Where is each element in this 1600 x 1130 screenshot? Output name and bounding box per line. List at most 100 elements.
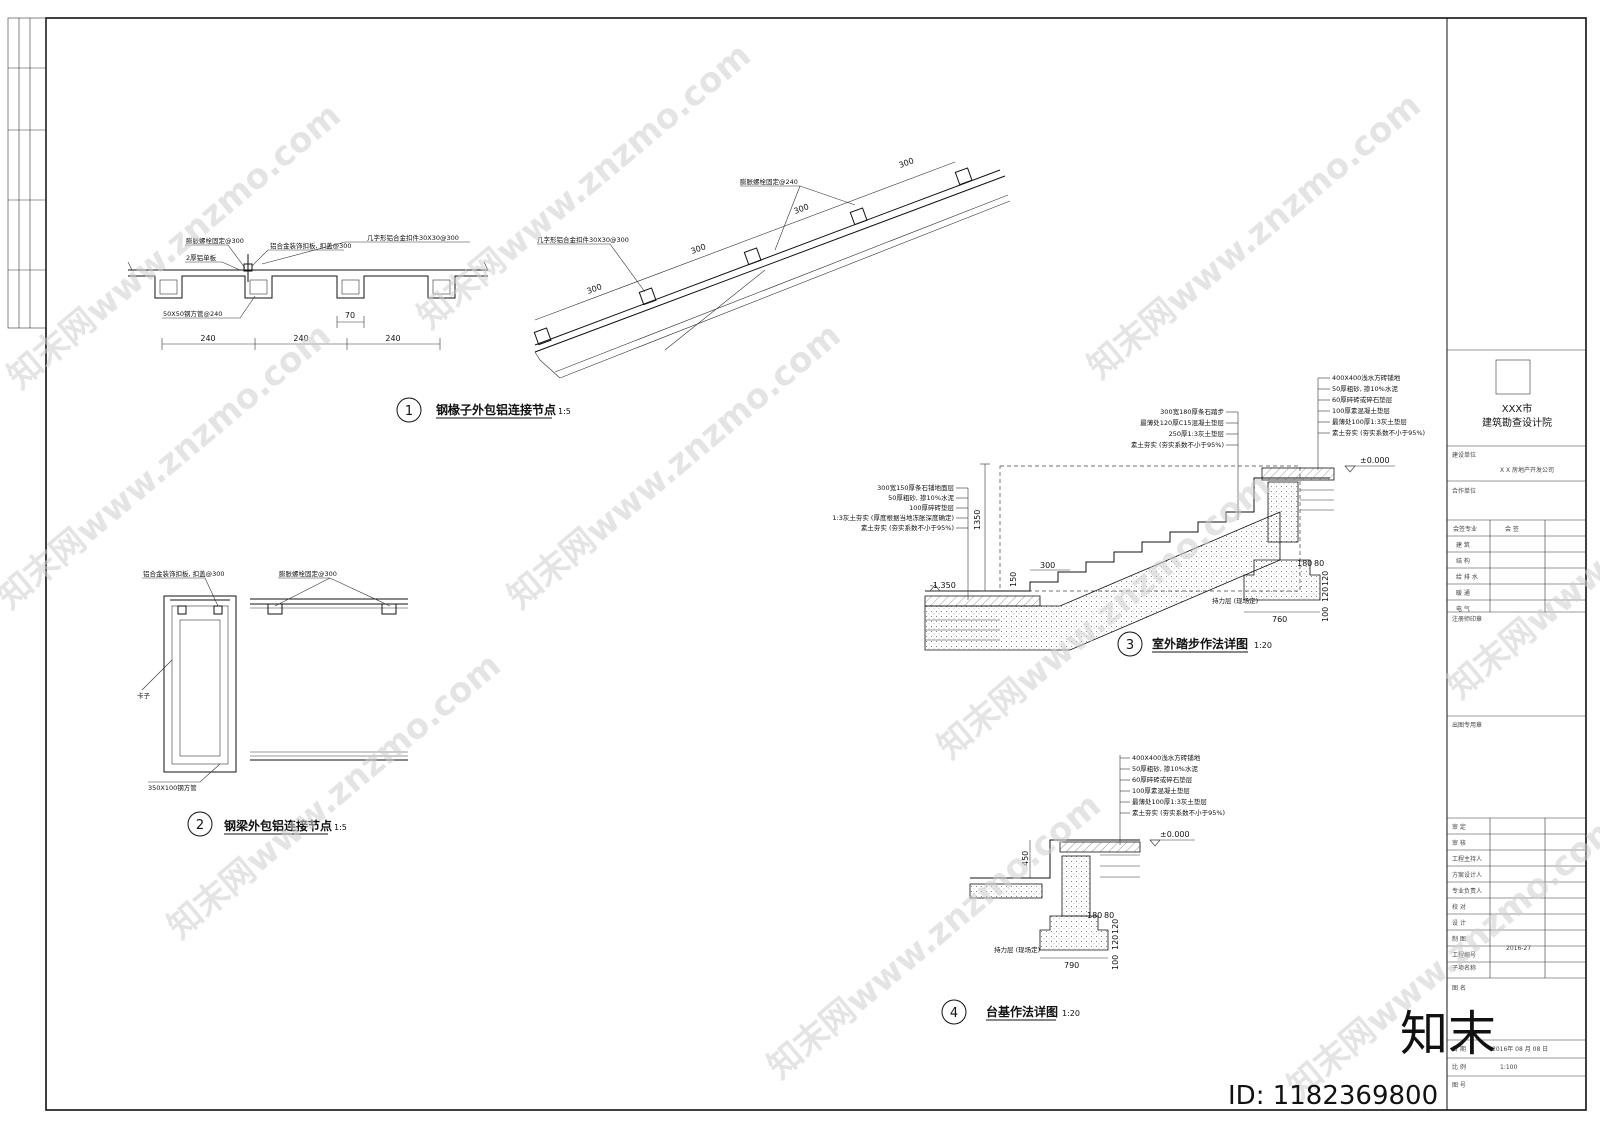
detail-2-drawing: 铝合金装饰扣板, 扣盖@300 膨胀螺栓固定@300 卡子 350X100钢方管 — [137, 569, 408, 792]
construction-unit-value: X X 房地产开发公司 — [1500, 466, 1554, 474]
d4-note: 持力层 (现场定) — [994, 945, 1040, 954]
d3-elev-low: -1.350 — [930, 581, 956, 590]
d3-dim-height: 1350 — [973, 510, 982, 530]
d3-dim-a: 180 — [1297, 559, 1312, 568]
d4-dim-b: 80 — [1104, 911, 1114, 920]
d1-dim-2: 240 — [293, 334, 308, 343]
d1b-dim-1: 300 — [586, 282, 603, 296]
reg-stamp-label: 注册师印章 — [1452, 615, 1482, 623]
d2-label-tube: 350X100钢方管 — [148, 783, 197, 792]
logo-box — [1495, 359, 1531, 395]
role-4: 专业负责人 — [1452, 887, 1482, 895]
detail-1-title: 1 钢椽子外包铝连接节点 1:5 — [396, 397, 571, 423]
detail-titles: 1 钢椽子外包铝连接节点 1:5 2 钢梁外包铝连接节点 1:5 3 室外踏步作… — [187, 397, 1272, 1025]
title-block: XXX市 建筑勘查设计院 建设单位 X X 房地产开发公司 合作单位 会签专业 … — [1446, 18, 1586, 1110]
project-no: 2016-27 — [1506, 945, 1531, 952]
d3-left-label-4: 素土夯实 (夯实系数不小于95%) — [861, 523, 954, 532]
d3-top-label-4: 最薄处100厚1:3灰土垫层 — [1332, 417, 1407, 426]
role-5: 校 对 — [1452, 903, 1466, 911]
d3-left-label-2: 100厚碎砖垫层 — [909, 503, 954, 512]
svg-text:钢椽子外包铝连接节点: 钢椽子外包铝连接节点 — [436, 402, 556, 417]
discipline-header: 会签专业 — [1453, 525, 1477, 533]
d1-dim-1: 240 — [200, 334, 215, 343]
d3-dim-b: 80 — [1314, 559, 1324, 568]
d1b-dim-4: 300 — [898, 156, 915, 170]
role-3: 方案设计人 — [1452, 871, 1482, 879]
svg-text:1:5: 1:5 — [334, 823, 347, 832]
d1b-label-bolt: 膨胀螺栓固定@240 — [740, 177, 798, 186]
detail-2-title: 2 钢梁外包铝连接节点 1:5 — [187, 811, 347, 837]
d3-top-label-1: 50厚粗砂, 掺10%水泥 — [1332, 384, 1398, 393]
d4-label-4: 最薄处100厚1:3灰土垫层 — [1132, 797, 1207, 806]
sheet-name-label: 图 名 — [1452, 984, 1466, 992]
role-1: 审 核 — [1452, 839, 1466, 847]
drawing-no-label: 图 号 — [1452, 1082, 1466, 1089]
d4-label-0: 400X400浅水方砖铺地 — [1132, 753, 1201, 762]
watermark-logo: 知末 — [1400, 1006, 1496, 1062]
d3-dim-c: 100 — [1321, 607, 1330, 622]
svg-text:2: 2 — [196, 818, 204, 833]
svg-text:1:5: 1:5 — [558, 407, 571, 416]
scale-value: 1:100 — [1500, 1064, 1517, 1071]
discipline-4: 电 气 — [1456, 605, 1470, 613]
svg-text:3: 3 — [1126, 638, 1134, 653]
date-label: 日 期 — [1452, 1045, 1466, 1053]
svg-text:1: 1 — [405, 404, 413, 419]
d3-top-label-2: 60厚碎砖或碎石垫层 — [1332, 395, 1393, 404]
role-2: 工程主持人 — [1452, 855, 1482, 863]
d3-dim-d: 120 — [1321, 587, 1330, 602]
d3-left-label-3: 1:3灰土夯实 (厚度根据当地冻胀深度确定) — [832, 513, 954, 522]
detail-4-title: 4 台基作法详图 1:20 — [941, 999, 1080, 1025]
detail-1-drawing: 240 240 240 70 膨胀螺栓固定@300 铝合金装饰扣板, 扣盖@30… — [127, 233, 489, 350]
svg-text:1:20: 1:20 — [1062, 1009, 1080, 1018]
discipline-2: 给 排 水 — [1456, 573, 1478, 581]
d3-top-label-3: 100厚素混凝土垫层 — [1332, 406, 1390, 415]
role-8: 工程编号 — [1452, 951, 1476, 959]
d1-dim-4: 70 — [345, 311, 355, 320]
d4-label-1: 50厚粗砂, 掺10%水泥 — [1132, 764, 1198, 773]
d3-dim-tread: 300 — [1040, 561, 1055, 570]
d3-top-label-0: 400X400浅水方砖铺地 — [1332, 373, 1401, 382]
watermark-text-1: 知末网www.znzmo.com — [410, 35, 759, 337]
d4-dim-h: 450 — [1021, 851, 1030, 866]
d4-dim-e: 120 — [1111, 919, 1120, 934]
d4-label-5: 素土夯实 (夯实系数不小于95%) — [1132, 808, 1225, 817]
detail-4-drawing: 450 180 80 790 100 120 120 持力层 (现场定) ±0.… — [969, 753, 1225, 970]
sheet-frame — [7, 17, 1587, 1111]
svg-text:4: 4 — [950, 1006, 958, 1021]
cooperation-unit-label: 合作单位 — [1452, 487, 1476, 495]
watermark-text-7: 知末网www.znzmo.com — [1440, 405, 1600, 707]
detail-1b-drawing: 300 300 300 300 膨胀螺栓固定@240 几字形铝合金扣件30X30… — [533, 156, 1011, 379]
discipline-3: 暖 通 — [1456, 589, 1470, 597]
construction-unit-label: 建设单位 — [1452, 451, 1476, 459]
d3-top-label-5: 素土夯实 (夯实系数不小于95%) — [1332, 428, 1425, 437]
d1-label-bolt: 膨胀螺栓固定@300 — [186, 236, 244, 245]
drawing-stamp-label: 出图专用章 — [1452, 721, 1482, 729]
institute-line1: XXX市 — [1502, 402, 1533, 415]
d4-elev: ±0.000 — [1160, 830, 1190, 839]
d1b-label-clip: 几字形铝合金扣件30X30@300 — [537, 235, 629, 244]
d3-step-label-3: 素土夯实 (夯实系数不小于95%) — [1131, 440, 1224, 449]
d4-dim-a: 180 — [1087, 911, 1102, 920]
d4-dim-d: 120 — [1111, 935, 1120, 950]
role-6: 设 计 — [1452, 919, 1466, 927]
d4-dim-base: 790 — [1064, 961, 1079, 970]
d3-step-label-2: 250厚1:3灰土垫层 — [1169, 429, 1225, 438]
scale-label: 比 例 — [1452, 1063, 1466, 1071]
d4-label-3: 100厚素混凝土垫层 — [1132, 786, 1190, 795]
d3-step-label-0: 300宽180厚条石踏步 — [1160, 407, 1224, 416]
d2-label-cover: 铝合金装饰扣板, 扣盖@300 — [143, 569, 225, 578]
sub-item-label: 子项名称 — [1452, 964, 1476, 972]
svg-text:钢梁外包铝连接节点: 钢梁外包铝连接节点 — [224, 818, 332, 833]
sign-header: 会 签 — [1505, 525, 1519, 533]
d4-dim-c: 100 — [1111, 955, 1120, 970]
watermark-id: ID: 1182369800 — [1228, 1081, 1438, 1111]
d2-label-clip: 卡子 — [137, 691, 151, 700]
detail-3-title: 3 室外踏步作法详图 1:20 — [1117, 631, 1272, 657]
svg-text:室外踏步作法详图: 室外踏步作法详图 — [1152, 636, 1248, 651]
d3-dim-riser: 150 — [1009, 572, 1018, 587]
d1b-dim-3: 300 — [793, 202, 810, 216]
discipline-0: 建 筑 — [1456, 541, 1470, 549]
d3-dim-e: 120 — [1321, 571, 1330, 586]
